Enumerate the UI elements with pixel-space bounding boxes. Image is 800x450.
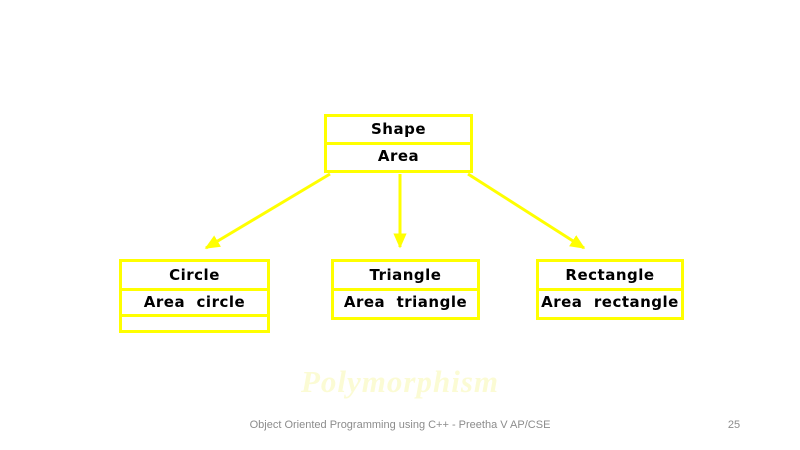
- footer-course-label: Object Oriented Programming using C++ - …: [249, 419, 551, 431]
- class-name-circle: Circle: [169, 265, 220, 284]
- page-number: 25: [727, 419, 741, 431]
- arrow-shape-to-rectangle: [467, 172, 586, 250]
- class-method-shape: Area: [327, 142, 470, 167]
- slide-caption-polymorphism: Polymorphism: [300, 364, 499, 399]
- class-name-shape: Shape: [370, 120, 426, 138]
- class-method-rectangle: Area rectangle: [539, 288, 681, 314]
- class-method-circle: Area circle: [122, 288, 267, 314]
- class-name-rectangle: Rectangle: [565, 265, 655, 284]
- class-box-circle: Circle Area circle: [119, 259, 270, 333]
- class-empty-compartment-circle: [122, 314, 267, 330]
- class-name-triangle: Triangle: [369, 265, 442, 284]
- class-box-shape: Shape Area: [324, 114, 473, 173]
- class-box-triangle: Triangle Area triangle: [331, 259, 480, 320]
- class-method-triangle: Area triangle: [334, 288, 477, 314]
- class-box-rectangle: Rectangle Area rectangle: [536, 259, 684, 320]
- arrow-shape-to-circle: [204, 172, 331, 250]
